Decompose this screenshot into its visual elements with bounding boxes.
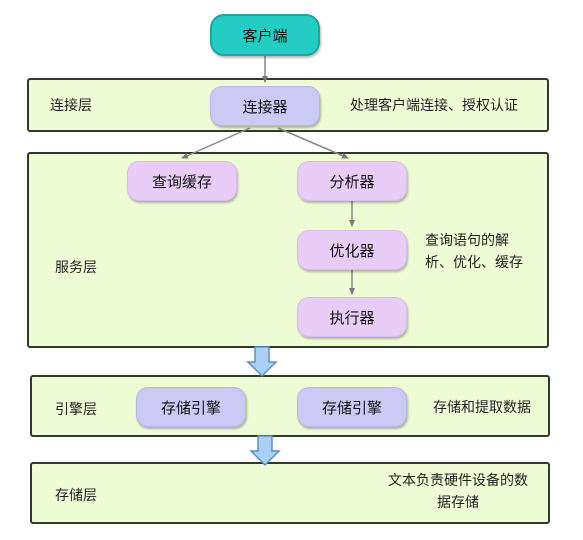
client-node: 客户端 — [210, 14, 320, 56]
block-arrow-engine-to-storage — [249, 435, 281, 467]
storage-engine-node-2: 存储引擎 — [297, 387, 407, 427]
storage-layer-label: 存储层 — [55, 488, 97, 504]
service-layer-desc-line1: 查询语句的解 — [425, 233, 509, 249]
storage-layer-desc: 文本负责硬件设备的数 据存储 — [388, 470, 528, 514]
service-layer-label: 服务层 — [55, 260, 97, 276]
service-layer-desc-line2: 析、优化、缓存 — [425, 255, 523, 271]
engine-layer-label: 引擎层 — [55, 402, 97, 418]
optimizer-node: 优化器 — [297, 230, 407, 270]
connection-layer-desc: 处理客户端连接、授权认证 — [350, 98, 518, 114]
engine-layer — [30, 375, 550, 437]
storage-layer-desc-line1: 文本负责硬件设备的数 — [388, 473, 528, 489]
analyzer-node: 分析器 — [297, 161, 407, 201]
storage-layer — [30, 462, 550, 524]
connection-layer-label: 连接层 — [50, 98, 92, 114]
query-cache-node: 查询缓存 — [127, 161, 237, 201]
block-arrow-service-to-engine — [246, 346, 278, 378]
storage-engine-node-1: 存储引擎 — [136, 387, 246, 427]
engine-layer-desc: 存储和提取数据 — [433, 400, 531, 416]
service-layer — [27, 152, 549, 348]
connector-node: 连接器 — [210, 86, 320, 126]
storage-layer-desc-line2: 据存储 — [437, 495, 479, 511]
executor-node: 执行器 — [297, 297, 407, 337]
service-layer-desc: 查询语句的解 析、优化、缓存 — [425, 230, 523, 274]
